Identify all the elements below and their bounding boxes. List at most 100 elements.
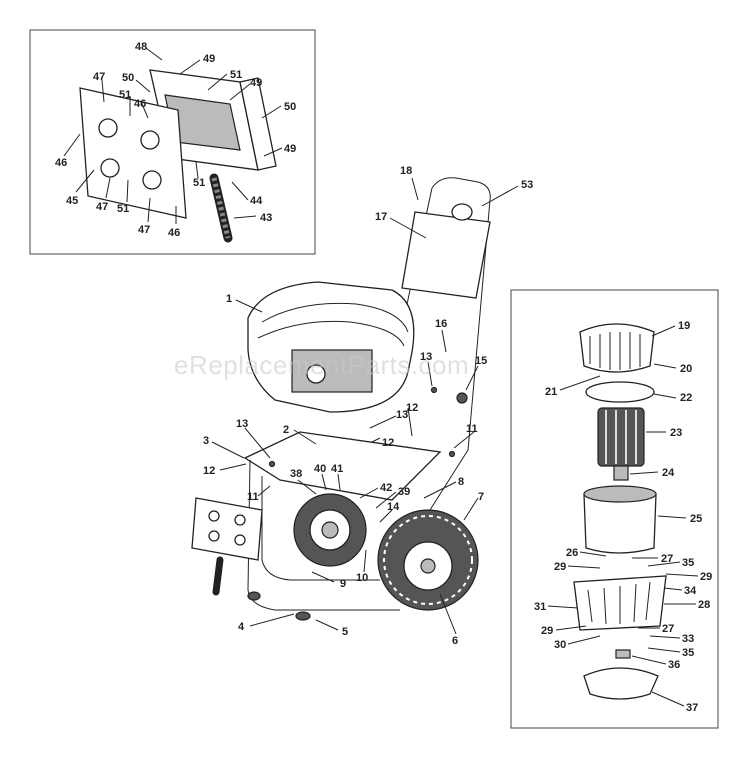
nut (268, 460, 276, 468)
outlet-panel-inset (29, 29, 316, 255)
base-plate (243, 431, 442, 501)
callout-label: 26 (566, 547, 578, 559)
outlet-receptacle (208, 510, 220, 522)
callout-label: 22 (680, 392, 692, 404)
engine-cap (306, 364, 326, 384)
callout-label: 23 (670, 427, 682, 439)
pressure-washer-assembly (191, 177, 491, 621)
callout-label: 12 (382, 437, 394, 449)
callout-label: 35 (682, 647, 694, 659)
rotor-windings (605, 410, 637, 464)
callout-labels: 48 49 50 51 49 47 51 46 50 49 46 45 47 5… (55, 41, 712, 714)
nut (448, 450, 456, 458)
callout-label: 46 (134, 98, 146, 110)
callout-label: 46 (55, 157, 67, 169)
engine-shroud-line (261, 302, 409, 333)
callout-label: 38 (290, 468, 302, 480)
callout-label: 8 (458, 476, 464, 488)
callout-label: 25 (690, 513, 702, 525)
callout-label: 20 (680, 363, 692, 375)
callout-label: 4 (238, 621, 245, 633)
callout-label: 19 (678, 320, 690, 332)
outlet-inset-frame (29, 29, 316, 255)
foot (295, 611, 311, 621)
callout-label: 46 (168, 227, 180, 239)
pump-shaft (321, 521, 339, 539)
callout-label: 50 (284, 101, 296, 113)
callout-label: 47 (138, 224, 150, 236)
callout-label: 9 (340, 578, 346, 590)
rotor-cover (579, 323, 655, 373)
callout-label: 18 (400, 165, 412, 177)
outlet-receptacle (142, 170, 162, 190)
callout-label: 29 (700, 571, 712, 583)
callout-label: 53 (521, 179, 533, 191)
callout-label: 39 (398, 486, 410, 498)
generator-inset-frame (510, 289, 719, 729)
callout-label: 24 (662, 467, 675, 479)
lower-frame (247, 459, 400, 611)
endbell-ribs (587, 581, 651, 625)
callout-label: 2 (283, 424, 289, 436)
callout-label: 27 (661, 553, 673, 565)
bridge-rectifier (615, 649, 631, 659)
handle-frame (394, 177, 491, 511)
callout-label: 6 (452, 635, 458, 647)
callout-label: 14 (387, 501, 400, 513)
nut (430, 386, 438, 394)
outlet-receptacle (208, 530, 220, 542)
callout-label: 31 (534, 601, 546, 613)
callout-label: 49 (250, 77, 262, 89)
knob (456, 392, 468, 404)
callout-label: 40 (314, 463, 326, 475)
callout-label: 15 (475, 355, 487, 367)
callout-label: 41 (331, 463, 343, 475)
wheel-hub (420, 558, 436, 574)
callout-label: 5 (342, 626, 348, 638)
callout-label: 1 (226, 293, 232, 305)
callout-label: 7 (478, 491, 484, 503)
callout-label: 34 (684, 585, 697, 597)
callout-label: 33 (682, 633, 694, 645)
cooling-fan (585, 381, 655, 403)
callout-label: 12 (406, 402, 418, 414)
engine-cylinder (291, 349, 373, 393)
callout-label: 42 (380, 482, 392, 494)
foot (247, 591, 261, 601)
callout-label: 29 (541, 625, 553, 637)
rotor (597, 407, 645, 467)
callout-label: 47 (93, 71, 105, 83)
outlet-receptacle (234, 534, 246, 546)
callout-label: 49 (284, 143, 296, 155)
callout-label: 13 (420, 351, 432, 363)
callout-label: 13 (236, 418, 248, 430)
callout-label: 43 (260, 212, 272, 224)
lower-frame-inner (261, 476, 380, 581)
callout-label: 13 (396, 409, 408, 421)
callout-label: 51 (193, 177, 205, 189)
callout-label: 16 (435, 318, 447, 330)
watermark: eReplacementParts.com (174, 350, 469, 380)
rotor-cover-fins (589, 332, 641, 370)
callout-label: 51 (117, 203, 129, 215)
callout-label: 51 (230, 69, 242, 81)
callout-label: 3 (203, 435, 209, 447)
callout-label: 45 (66, 195, 78, 207)
power-cord-texture (211, 177, 231, 239)
callout-label: 10 (356, 572, 368, 584)
outlet-receptacle (98, 118, 118, 138)
outlet-receptacle (100, 158, 120, 178)
callout-label: 50 (122, 72, 134, 84)
callout-label: 44 (250, 195, 263, 207)
callout-label: 51 (119, 89, 131, 101)
callout-label: 47 (96, 201, 108, 213)
callout-label: 12 (203, 465, 215, 477)
callout-label: 11 (466, 423, 478, 435)
rotor-shaft (613, 465, 629, 481)
callout-label: 36 (668, 659, 680, 671)
callout-label: 27 (662, 623, 674, 635)
outlet-receptacle (140, 130, 160, 150)
outlet-receptacle (234, 514, 246, 526)
callout-label: 30 (554, 639, 566, 651)
